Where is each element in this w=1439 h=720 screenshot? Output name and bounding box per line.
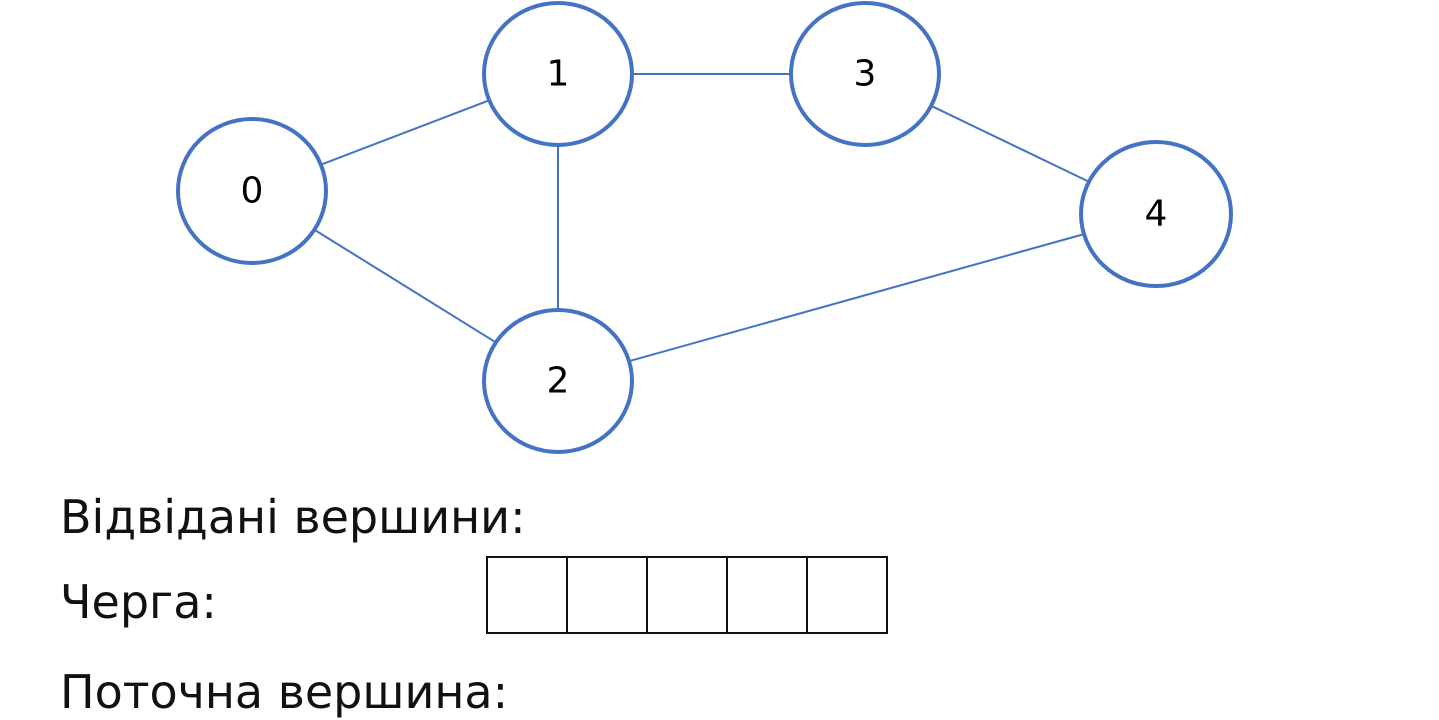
queue-cell-1 (566, 556, 648, 634)
edge-0-2 (313, 228, 497, 344)
queue-cells (486, 556, 888, 634)
queue-cell-3 (726, 556, 808, 634)
node-label-0: 0 (241, 171, 264, 212)
node-2: 2 (482, 308, 634, 454)
node-circle-1 (482, 1, 634, 147)
node-label-3: 3 (854, 54, 877, 95)
visited-vertices-label: Відвідані вершини: (60, 490, 526, 544)
graph-nodes: 0 1 2 3 4 (176, 1, 1233, 454)
node-circle-3 (789, 1, 941, 147)
node-circle-0 (176, 117, 328, 265)
edge-3-4 (930, 104, 1090, 183)
queue-cell-4 (806, 556, 888, 634)
graph-edges (313, 73, 1090, 363)
edge-0-1 (320, 99, 490, 166)
queue-cell-0 (486, 556, 568, 634)
node-1: 1 (482, 1, 634, 147)
node-circle-2 (482, 308, 634, 454)
graph-diagram: 0 1 2 3 4 (176, 1, 1233, 454)
node-0: 0 (176, 117, 328, 265)
node-circle-4 (1079, 140, 1233, 288)
current-vertex-label: Поточна вершина: (60, 665, 509, 719)
node-4: 4 (1079, 140, 1233, 288)
node-label-2: 2 (547, 361, 570, 402)
edge-2-4 (628, 233, 1085, 363)
queue-cell-2 (646, 556, 728, 634)
node-3: 3 (789, 1, 941, 147)
node-label-1: 1 (547, 54, 570, 95)
queue-label: Черга: (60, 575, 217, 629)
node-label-4: 4 (1145, 194, 1168, 235)
